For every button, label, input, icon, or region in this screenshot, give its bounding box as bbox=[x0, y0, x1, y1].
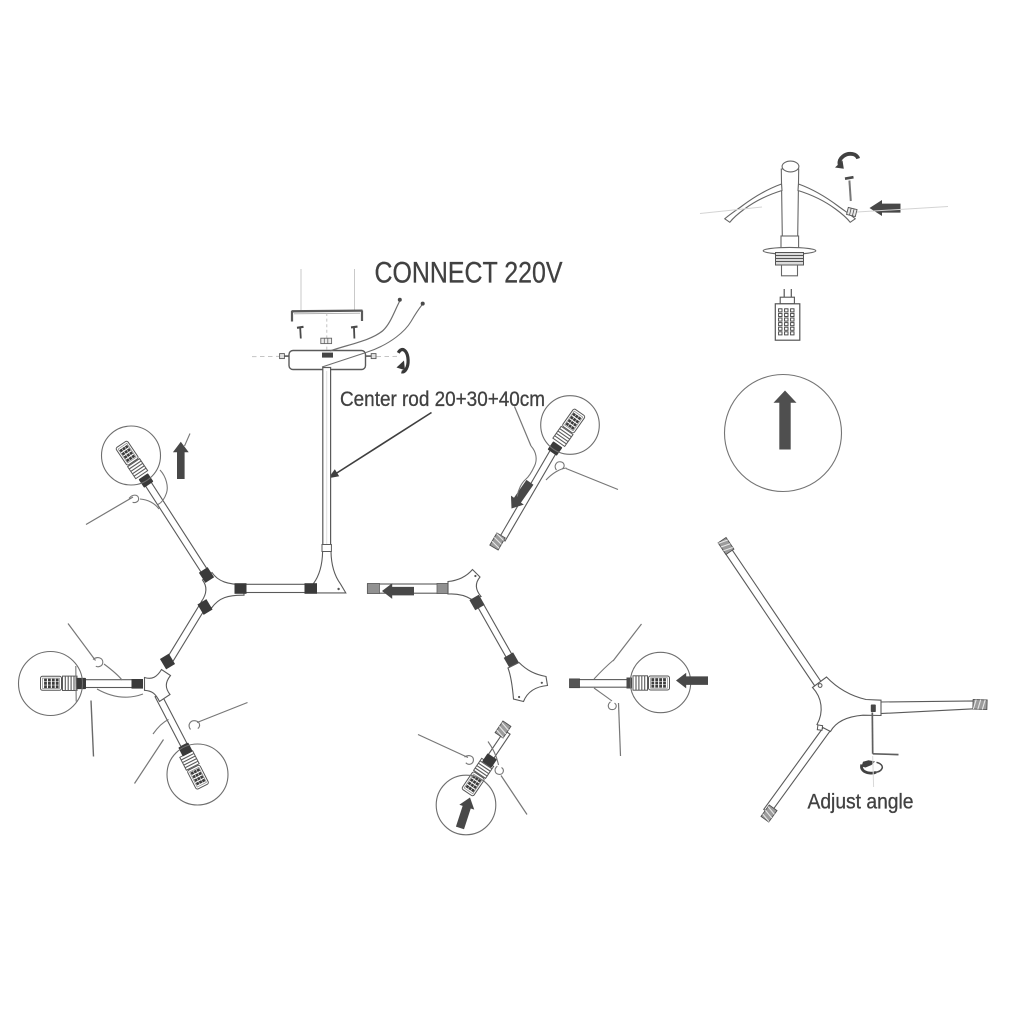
svg-text:CONNECT 220V: CONNECT 220V bbox=[375, 257, 563, 290]
svg-text:Center rod 20+30+40cm: Center rod 20+30+40cm bbox=[340, 387, 545, 411]
svg-text:Adjust angle: Adjust angle bbox=[808, 790, 914, 814]
